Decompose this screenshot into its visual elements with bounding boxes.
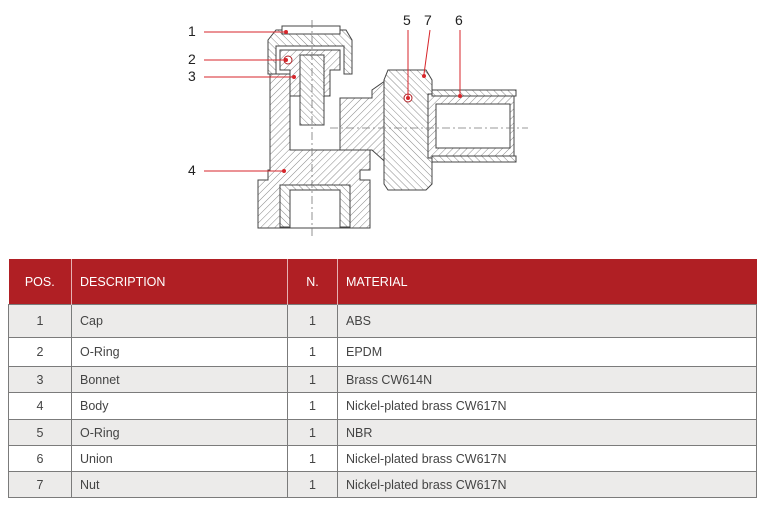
cell-material: Nickel-plated brass CW617N xyxy=(337,392,757,420)
table-row: 1 Cap 1 ABS xyxy=(8,304,757,338)
nut-part xyxy=(383,69,433,191)
cell-description: O-Ring xyxy=(71,419,288,446)
cell-description: Bonnet xyxy=(71,366,288,393)
header-n: N. xyxy=(287,259,338,305)
callout-4: 4 xyxy=(188,162,196,178)
cell-n: 1 xyxy=(287,366,338,393)
cell-n: 1 xyxy=(287,471,338,498)
table-row: 5 O-Ring 1 NBR xyxy=(8,419,757,446)
callout-6: 6 xyxy=(455,12,463,28)
header-pos: POS. xyxy=(8,259,72,305)
header-description: DESCRIPTION xyxy=(71,259,288,305)
callout-2: 2 xyxy=(188,51,196,67)
cell-description: Union xyxy=(71,445,288,472)
cell-description: O-Ring xyxy=(71,337,288,367)
cell-n: 1 xyxy=(287,304,338,338)
callout-leaders xyxy=(204,29,461,172)
callout-5: 5 xyxy=(403,12,411,28)
callout-3: 3 xyxy=(188,68,196,84)
cell-description: Cap xyxy=(71,304,288,338)
table-row: 2 O-Ring 1 EPDM xyxy=(8,337,757,367)
table-row: 6 Union 1 Nickel-plated brass CW617N xyxy=(8,445,757,472)
cell-material: Nickel-plated brass CW617N xyxy=(337,471,757,498)
cell-material: Nickel-plated brass CW617N xyxy=(337,445,757,472)
table-row: 4 Body 1 Nickel-plated brass CW617N xyxy=(8,392,757,420)
table-row: 7 Nut 1 Nickel-plated brass CW617N xyxy=(8,471,757,498)
cell-pos: 2 xyxy=(8,337,72,367)
table-header-row: POS. DESCRIPTION N. MATERIAL xyxy=(8,259,757,305)
cell-pos: 4 xyxy=(8,392,72,420)
cell-pos: 5 xyxy=(8,419,72,446)
cell-pos: 7 xyxy=(8,471,72,498)
cell-pos: 3 xyxy=(8,366,72,393)
cell-n: 1 xyxy=(287,445,338,472)
cell-description: Body xyxy=(71,392,288,420)
valve-body-group xyxy=(257,20,528,238)
cell-description: Nut xyxy=(71,471,288,498)
callout-1: 1 xyxy=(188,23,196,39)
table-row: 3 Bonnet 1 Brass CW614N xyxy=(8,366,757,393)
parts-table: POS. DESCRIPTION N. MATERIAL 1 Cap 1 ABS… xyxy=(8,259,757,498)
cell-pos: 1 xyxy=(8,304,72,338)
cell-material: Brass CW614N xyxy=(337,366,757,393)
cell-pos: 6 xyxy=(8,445,72,472)
header-material: MATERIAL xyxy=(337,259,757,305)
cell-n: 1 xyxy=(287,419,338,446)
cell-material: ABS xyxy=(337,304,757,338)
cell-n: 1 xyxy=(287,392,338,420)
callout-7: 7 xyxy=(424,12,432,28)
valve-section-drawing: 1 2 3 4 5 7 6 xyxy=(188,12,528,238)
cell-material: NBR xyxy=(337,419,757,446)
cell-material: EPDM xyxy=(337,337,757,367)
cell-n: 1 xyxy=(287,337,338,367)
